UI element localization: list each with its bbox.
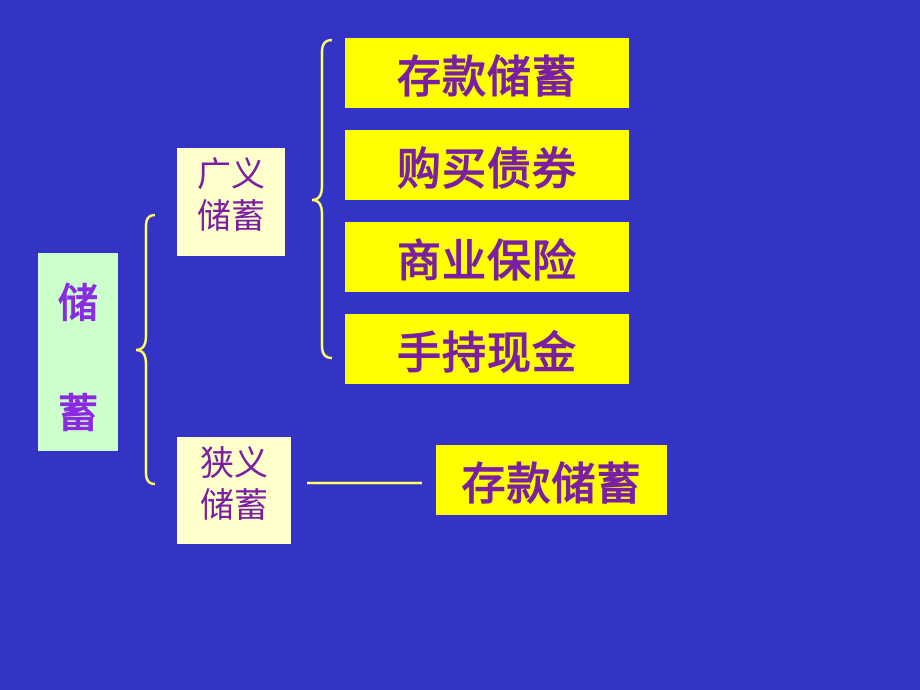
leaf-buy-bonds: 购买债券 [345,130,629,200]
broad-brace [311,38,333,360]
root-char-2: 蓄 [58,391,98,437]
narrow-savings-line2: 储蓄 [200,486,268,526]
narrow-savings-node: 狭义 储蓄 [177,437,291,544]
broad-savings-line2: 储蓄 [197,197,265,237]
leaf-deposit-savings: 存款储蓄 [345,38,629,108]
leaf-cash-on-hand: 手持现金 [345,314,629,384]
root-brace [135,213,156,486]
leaf-commercial-insurance: 商业保险 [345,222,629,292]
broad-savings-line1: 广义 [197,155,265,195]
root-char-1: 储 [58,281,98,327]
leaf-narrow-deposit-savings: 存款储蓄 [436,445,667,515]
root-node-savings: 储 蓄 [38,253,118,451]
narrow-savings-line1: 狭义 [200,444,268,484]
broad-savings-node: 广义 储蓄 [177,148,285,256]
